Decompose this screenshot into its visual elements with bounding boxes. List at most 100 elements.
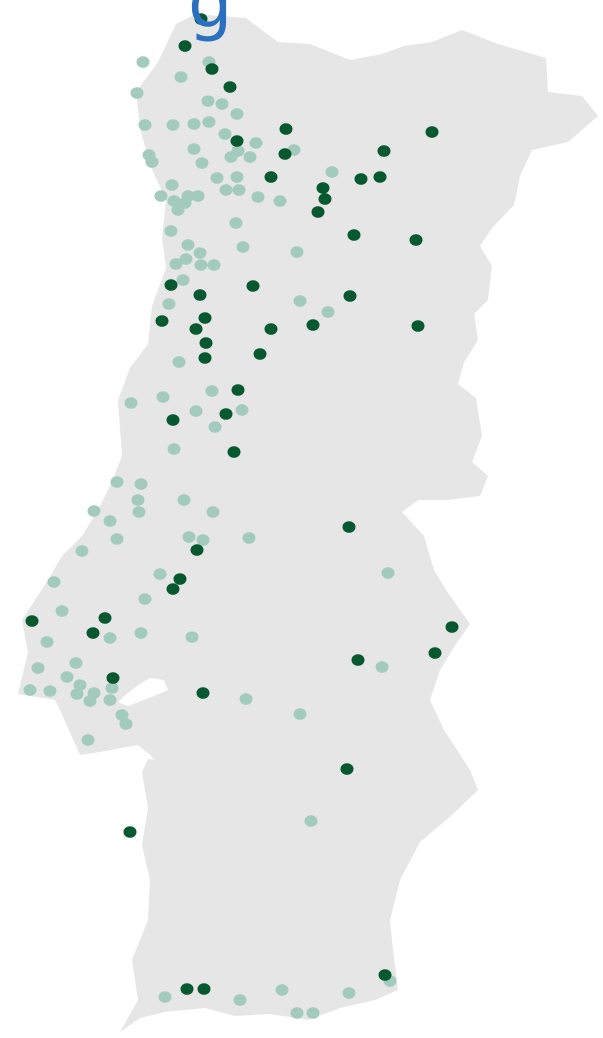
light-location-marker	[153, 568, 167, 580]
light-location-marker	[230, 108, 244, 120]
dark-location-marker	[316, 182, 330, 194]
dark-location-marker	[343, 290, 357, 302]
dark-location-marker	[166, 414, 180, 426]
light-location-marker	[321, 306, 335, 318]
light-location-marker	[162, 298, 176, 310]
light-location-marker	[215, 98, 229, 110]
light-location-marker	[172, 356, 186, 368]
light-location-marker	[189, 405, 203, 417]
dark-location-marker	[411, 320, 425, 332]
dark-location-marker	[173, 573, 187, 585]
light-location-marker	[293, 708, 307, 720]
light-location-marker	[73, 679, 87, 691]
dark-location-marker	[354, 173, 368, 185]
light-location-marker	[70, 688, 84, 700]
light-location-marker	[103, 515, 117, 527]
dark-location-marker	[445, 621, 459, 633]
light-location-marker	[124, 397, 138, 409]
light-location-marker	[182, 531, 196, 543]
dark-location-marker	[306, 319, 320, 331]
dark-location-marker	[25, 615, 39, 627]
light-location-marker	[31, 662, 45, 674]
light-location-marker	[229, 217, 243, 229]
light-location-marker	[273, 195, 287, 207]
light-location-marker	[75, 545, 89, 557]
dark-location-marker	[311, 206, 325, 218]
dark-location-marker	[264, 171, 278, 183]
light-marker-layer	[23, 56, 397, 1019]
light-location-marker	[83, 695, 97, 707]
dark-location-marker	[378, 969, 392, 981]
dark-location-marker	[180, 983, 194, 995]
light-location-marker	[134, 478, 148, 490]
light-location-marker	[304, 815, 318, 827]
light-location-marker	[110, 533, 124, 545]
dark-location-marker	[227, 446, 241, 458]
dark-location-marker	[178, 40, 192, 52]
light-location-marker	[145, 156, 159, 168]
light-location-marker	[233, 994, 247, 1006]
dark-location-marker	[197, 983, 211, 995]
light-location-marker	[235, 404, 249, 416]
light-location-marker	[174, 71, 188, 83]
light-location-marker	[242, 532, 256, 544]
light-location-marker	[249, 137, 263, 149]
dark-location-marker	[351, 654, 365, 666]
light-location-marker	[195, 157, 209, 169]
dark-location-marker	[198, 352, 212, 364]
light-location-marker	[205, 385, 219, 397]
light-location-marker	[138, 593, 152, 605]
dark-location-marker	[164, 279, 178, 291]
light-location-marker	[171, 204, 185, 216]
light-location-marker	[306, 1007, 320, 1019]
light-location-marker	[131, 494, 145, 506]
dark-marker-layer	[25, 13, 459, 995]
dark-location-marker	[377, 145, 391, 157]
light-location-marker	[181, 239, 195, 251]
light-location-marker	[60, 671, 74, 683]
dark-location-marker	[230, 135, 244, 147]
tagus-estuary	[118, 678, 168, 706]
dark-location-marker	[219, 408, 233, 420]
dark-location-marker	[318, 193, 332, 205]
heading-fragment: g	[188, 0, 233, 44]
light-location-marker	[230, 171, 244, 183]
light-location-marker	[169, 258, 183, 270]
light-location-marker	[342, 987, 356, 999]
light-location-marker	[110, 476, 124, 488]
light-location-marker	[218, 128, 232, 140]
light-location-marker	[293, 295, 307, 307]
light-location-marker	[134, 627, 148, 639]
light-location-marker	[47, 576, 61, 588]
dark-location-marker	[98, 612, 112, 624]
dark-location-marker	[86, 627, 100, 639]
dark-location-marker	[342, 521, 356, 533]
dark-location-marker	[193, 289, 207, 301]
dark-location-marker	[347, 229, 361, 241]
light-location-marker	[165, 179, 179, 191]
light-location-marker	[43, 685, 57, 697]
dark-location-marker	[205, 63, 219, 75]
dark-location-marker	[373, 171, 387, 183]
light-location-marker	[154, 190, 168, 202]
light-location-marker	[202, 116, 216, 128]
dark-location-marker	[278, 148, 292, 160]
dark-location-marker	[246, 280, 260, 292]
light-location-marker	[23, 684, 37, 696]
dark-location-marker	[189, 323, 203, 335]
dark-location-marker	[194, 13, 208, 25]
light-location-marker	[176, 274, 190, 286]
light-location-marker	[232, 184, 246, 196]
light-location-marker	[177, 494, 191, 506]
light-location-marker	[219, 184, 233, 196]
dark-location-marker	[340, 763, 354, 775]
light-location-marker	[236, 241, 250, 253]
light-location-marker	[103, 694, 117, 706]
dark-location-marker	[409, 234, 423, 246]
dark-location-marker	[123, 826, 137, 838]
light-location-marker	[381, 567, 395, 579]
light-location-marker	[224, 151, 238, 163]
dark-location-marker	[196, 687, 210, 699]
light-location-marker	[166, 119, 180, 131]
